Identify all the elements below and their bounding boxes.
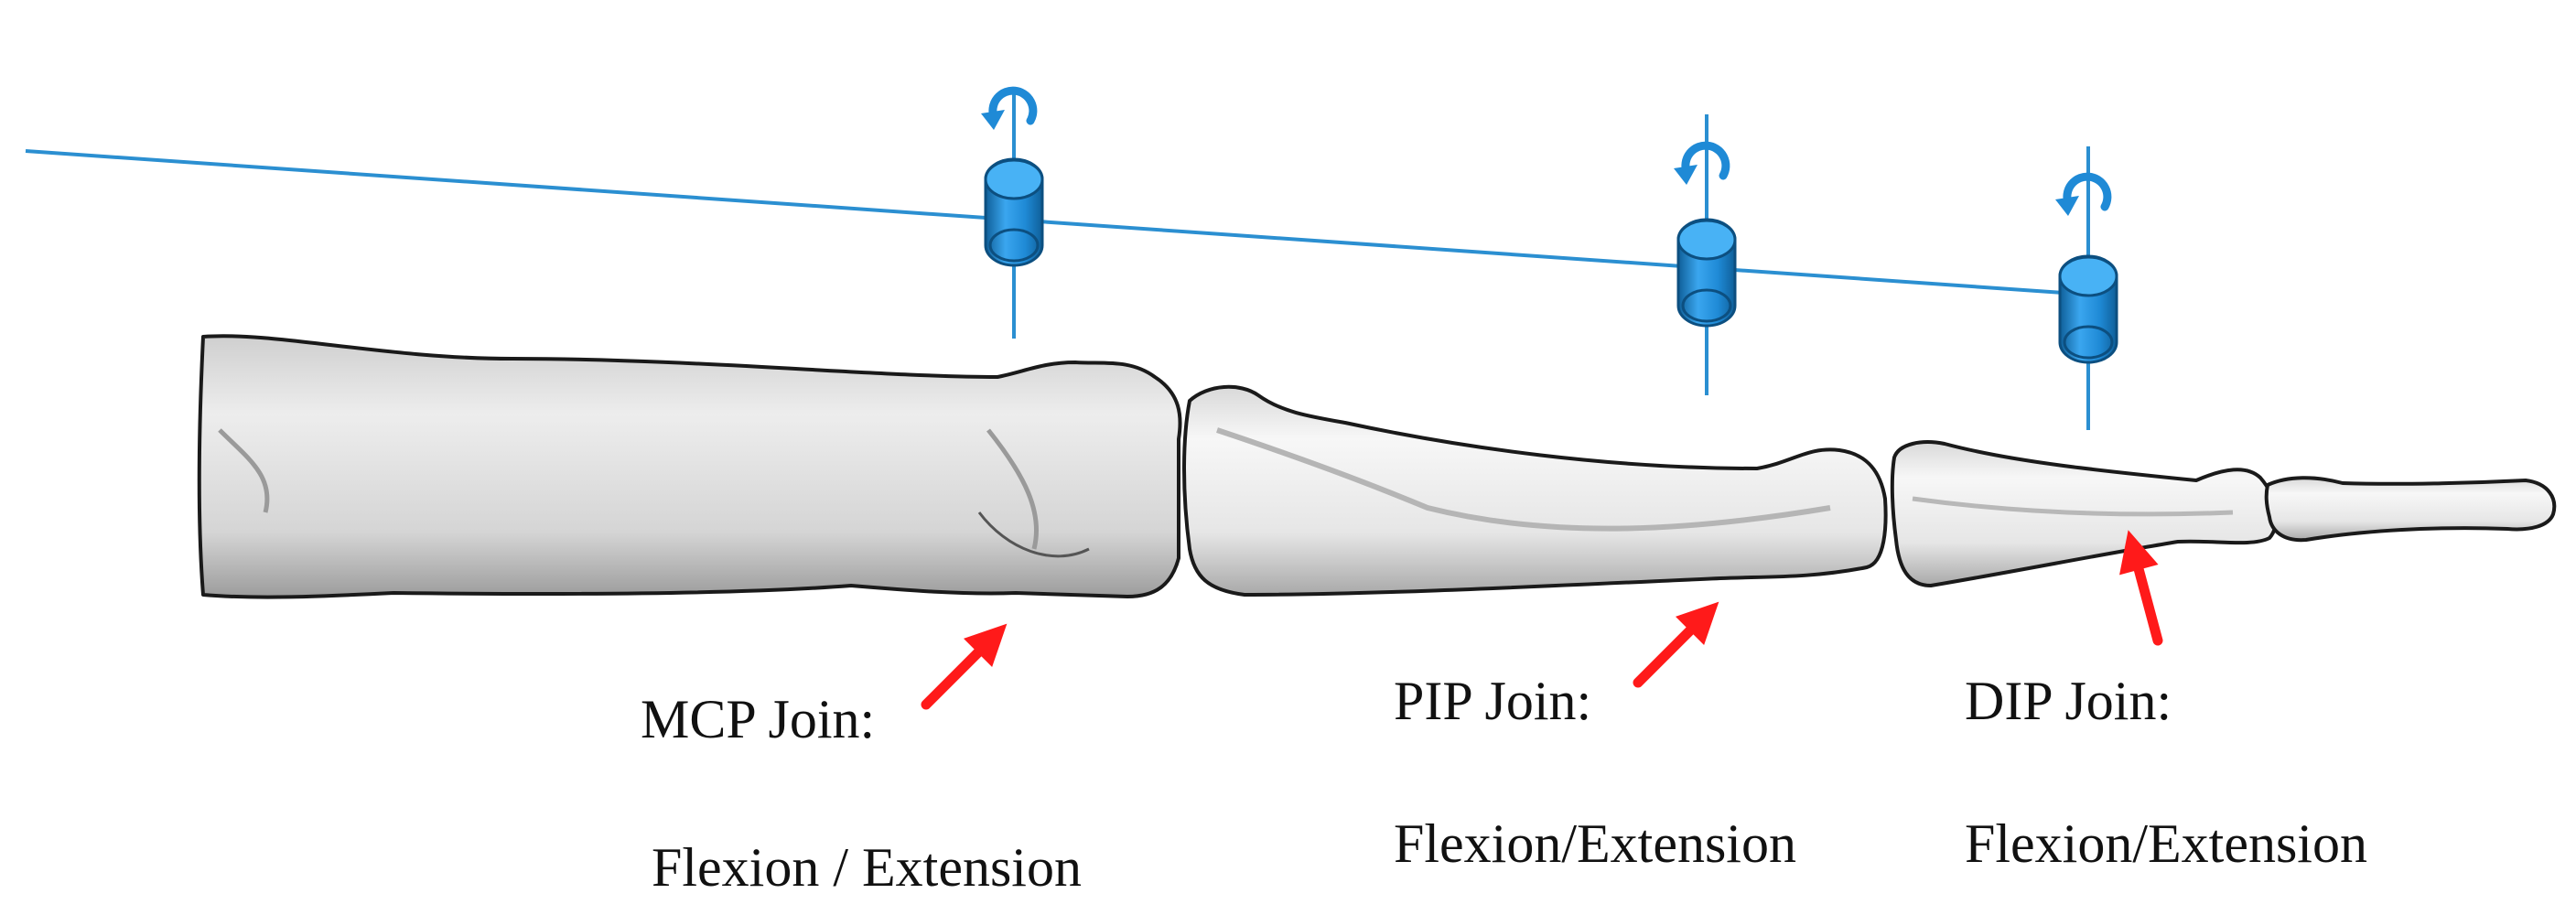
mcp-red-arrow-icon [911,609,1021,719]
kinematic-axis-line [25,149,2064,295]
proximal-phalanx-bone [1182,384,1888,597]
distal-phalanx-bone [2264,476,2557,543]
metacarpal-bone [197,334,1182,599]
finger-bones [197,334,2557,599]
dip-joint-motion: Flexion/Extension [1965,813,2367,874]
rotation-arrow-icon [1674,145,1726,185]
pip-joint-title: PIP Join: [1394,671,1592,731]
mcp-joint-motion: Flexion / Extension [652,837,1082,898]
pip-red-arrow-icon [1623,587,1733,697]
dip-joint-cylinder-icon [2058,254,2118,364]
mcp-joint-cylinder-icon [984,157,1044,267]
pip-joint-cylinder-icon [1676,218,1737,328]
rotation-arrow-icon [2055,177,2107,216]
dip-joint-title: DIP Join: [1965,671,2172,731]
rotation-arrow-icon [981,91,1033,130]
pip-joint-motion: Flexion/Extension [1394,813,1796,874]
mcp-joint-title: MCP Join: [641,689,876,749]
